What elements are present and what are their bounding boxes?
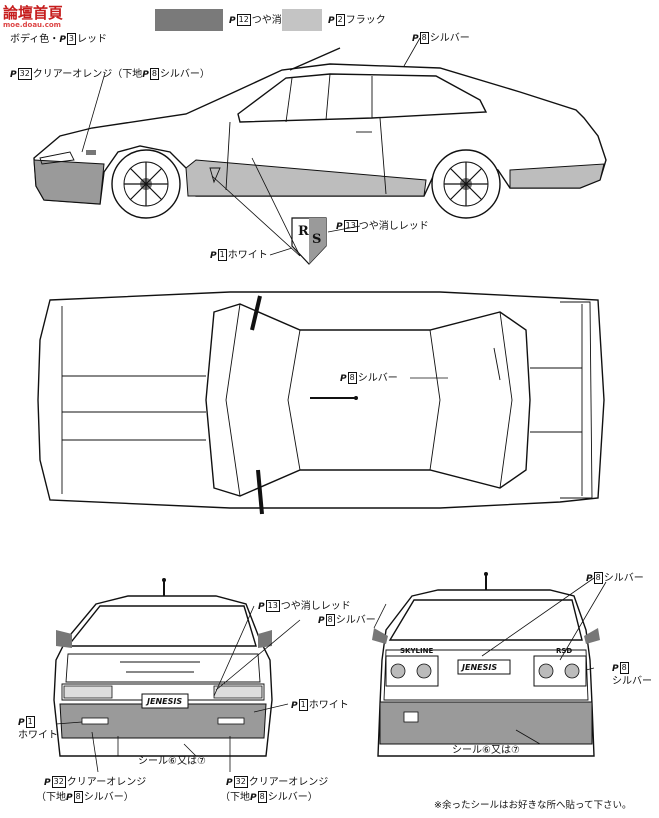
top-view — [37, 291, 605, 515]
rear-silver-lamp-text: シルバー — [612, 676, 652, 687]
top-body-outline — [37, 291, 605, 509]
matte-black-swatch — [155, 9, 223, 31]
rear-plate — [457, 659, 511, 675]
emblem-letter-r: R — [298, 224, 309, 239]
front-bumper-grey — [33, 159, 105, 205]
rear-bumper-grey — [509, 163, 605, 189]
front-white-left-text: ホワイト — [18, 730, 58, 741]
rear-sticker-label: シール⑥又は⑦ — [452, 745, 520, 756]
top-cabin — [205, 303, 531, 497]
front-plate — [141, 693, 189, 709]
side-windows — [237, 73, 488, 123]
watermark-title: 論壇首頁 — [3, 4, 64, 22]
black-swatch — [282, 9, 322, 31]
rear-view — [372, 572, 607, 757]
front-body-outline — [53, 595, 273, 757]
front-sticker-label: シール⑥又は⑦ — [138, 756, 206, 767]
front-windshield — [66, 605, 257, 647]
rear-grade-text: RSD — [556, 647, 573, 655]
emblem-letter-s: S — [312, 232, 322, 247]
rear-plate-text: JENESIS — [462, 663, 498, 672]
rear-window — [388, 599, 583, 641]
footnote: ※余ったシールはお好きな所へ貼って下さい。 — [434, 800, 632, 811]
rear-badge-text: SKYLINE — [400, 647, 434, 655]
side-rocker-stripe — [185, 159, 427, 197]
watermark-url: moe.doau.com — [3, 21, 61, 29]
front-plate-text: JENESIS — [147, 697, 183, 706]
front-view — [53, 578, 301, 773]
